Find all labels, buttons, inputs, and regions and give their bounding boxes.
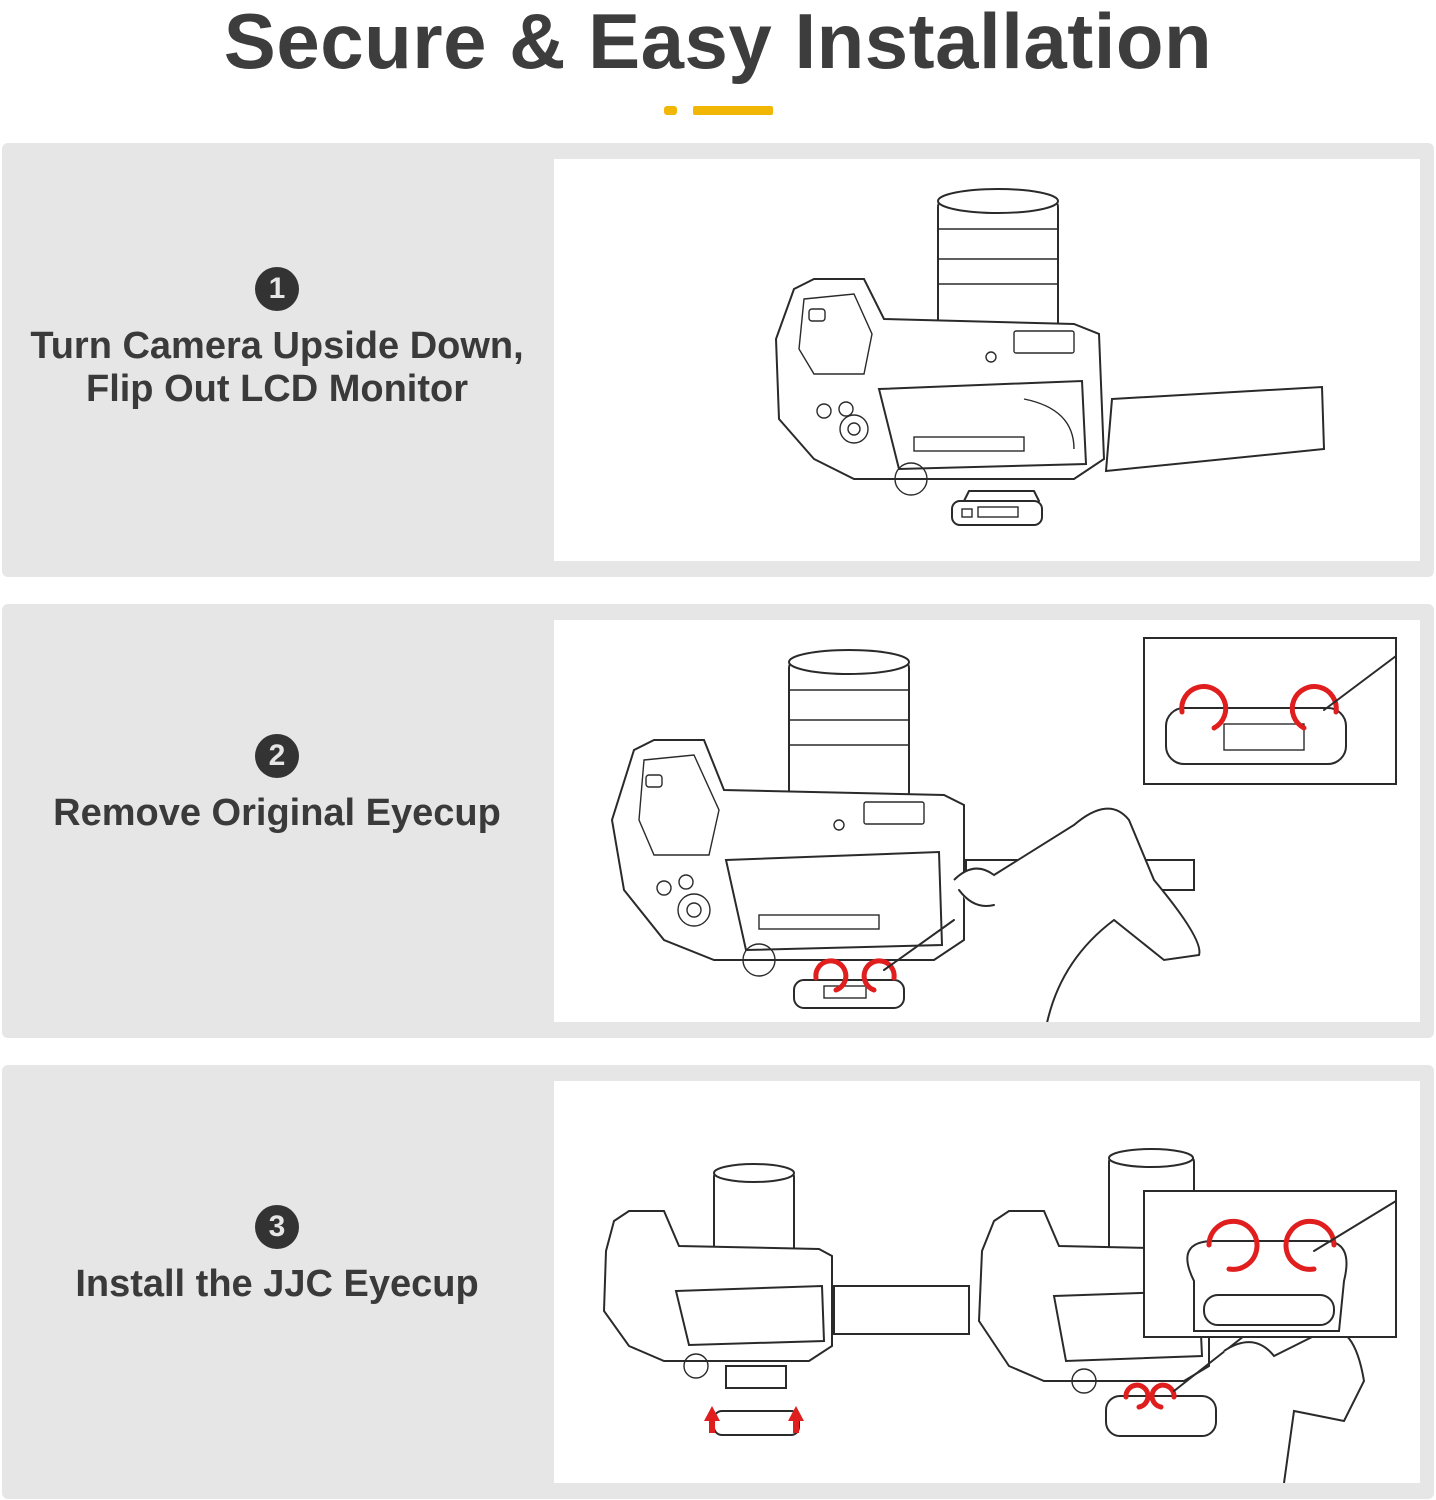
step-3-illustration <box>554 1081 1420 1483</box>
step-2-label: Remove Original Eyecup <box>53 792 501 834</box>
step-1-text: 1 Turn Camera Upside Down, Flip Out LCD … <box>2 267 552 411</box>
step-1-badge: 1 <box>255 267 299 311</box>
left-camera-drawing <box>602 1163 970 1436</box>
accent-bar <box>693 106 773 115</box>
step-3-label: Install the JJC Eyecup <box>75 1263 479 1305</box>
step-2-badge: 2 <box>255 734 299 778</box>
camera-remove-eyecup-illustration <box>610 637 1397 1022</box>
step-3-badge: 3 <box>255 1205 299 1249</box>
camera-install-eyecup-illustration <box>602 1148 1397 1483</box>
step-2-panel: 2 Remove Original Eyecup <box>2 604 1434 1038</box>
step-1-label: Turn Camera Upside Down, Flip Out LCD Mo… <box>30 325 524 410</box>
step-2-illustration <box>554 620 1420 1022</box>
step-2-text: 2 Remove Original Eyecup <box>2 734 552 835</box>
right-camera-drawing <box>977 1148 1397 1483</box>
camera-flip-lcd-illustration <box>774 188 1326 526</box>
step-1-panel: 1 Turn Camera Upside Down, Flip Out LCD … <box>2 143 1434 577</box>
step-1-illustration <box>554 159 1420 561</box>
step-3-panel: 3 Install the JJC Eyecup <box>2 1065 1434 1499</box>
step-3-text: 3 Install the JJC Eyecup <box>2 1205 552 1306</box>
accent-dot <box>664 106 677 115</box>
page-title: Secure & Easy Installation <box>223 0 1213 85</box>
